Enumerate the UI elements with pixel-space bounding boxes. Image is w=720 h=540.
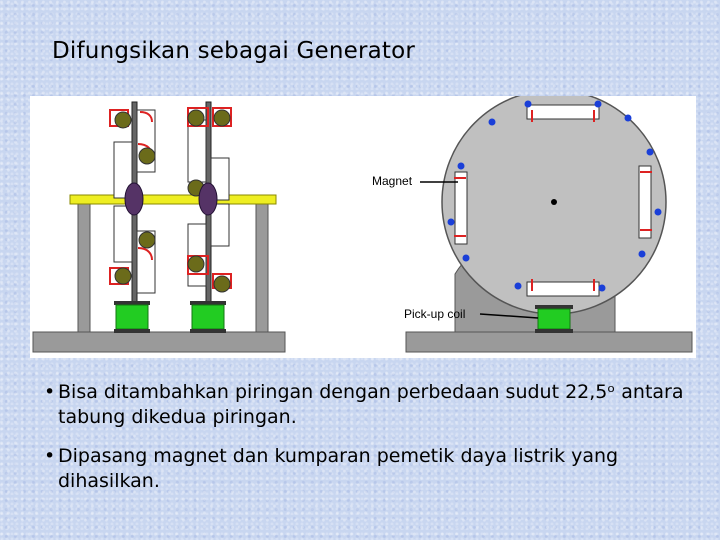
- bullet-item: • Dipasang magnet dan kumparan pemetik d…: [44, 444, 704, 494]
- bolt: [462, 254, 470, 262]
- bullet-item: • Bisa ditambahkan piringan dengan perbe…: [44, 380, 704, 430]
- side-coil-2: [191, 304, 225, 330]
- bolt: [654, 208, 662, 216]
- side-knob-2e: [213, 275, 231, 293]
- bullet-dot: •: [44, 445, 56, 467]
- bolt: [624, 114, 632, 122]
- bolt: [447, 218, 455, 226]
- bolt: [594, 100, 602, 108]
- front-tube-top: [526, 104, 600, 120]
- bolt: [488, 118, 496, 126]
- front-tube-bottom: [526, 281, 600, 297]
- side-tube-1a: [113, 141, 133, 199]
- side-base-plate: [32, 331, 286, 353]
- side-knob-1d: [114, 267, 132, 285]
- side-hub-1: [124, 182, 144, 216]
- pickup-callout-line: [479, 313, 539, 319]
- front-coil-bottom: [535, 329, 573, 333]
- bolt: [457, 162, 465, 170]
- bolt: [598, 284, 606, 292]
- side-knob-2d: [187, 255, 205, 273]
- bolt: [514, 282, 522, 290]
- bullet-dot: •: [44, 381, 56, 403]
- bolt: [638, 250, 646, 258]
- front-view: Magnet Pick-up coil: [372, 96, 693, 353]
- side-coil-1-bottom: [114, 329, 150, 333]
- side-magnet-2d: [212, 273, 232, 289]
- side-axle: [69, 194, 277, 205]
- side-tube-2a: [187, 119, 207, 183]
- side-knob-2a: [187, 109, 205, 127]
- bolt: [646, 148, 654, 156]
- side-magnet-2c: [187, 255, 209, 275]
- slide-title: Difungsikan sebagai Generator: [52, 38, 416, 64]
- side-tube-2d: [210, 203, 230, 247]
- side-knob-1c: [138, 231, 156, 249]
- front-coil: [537, 308, 571, 330]
- front-base-plate: [405, 331, 693, 353]
- generator-diagram: Magnet Pick-up coil: [30, 96, 696, 358]
- side-knob-1a: [114, 111, 132, 129]
- side-coil-2-bottom: [190, 329, 226, 333]
- bullet-text: Bisa ditambahkan piringan dengan perbeda…: [58, 381, 684, 428]
- bullet-list: • Bisa ditambahkan piringan dengan perbe…: [44, 380, 704, 508]
- side-coil-1-top: [114, 301, 150, 305]
- front-bolts: [447, 100, 662, 292]
- label-magnet: Magnet: [372, 174, 413, 188]
- side-coil-1: [115, 304, 149, 330]
- side-knob-1b: [138, 147, 156, 165]
- side-tube-1b: [113, 205, 133, 263]
- side-coil-2-top: [190, 301, 226, 305]
- bolt: [524, 100, 532, 108]
- side-view: [32, 101, 286, 353]
- side-magnet-2b: [212, 107, 232, 127]
- front-axle-center: [551, 199, 557, 205]
- side-support-left: [77, 199, 91, 333]
- side-magnet-1e: [139, 111, 153, 123]
- front-coil-top: [535, 305, 573, 309]
- generator-diagram-svg: Magnet Pick-up coil: [32, 96, 693, 353]
- side-magnet-1d: [137, 247, 153, 261]
- side-support-right: [255, 199, 269, 333]
- front-tube-right: [638, 165, 652, 239]
- side-knob-2b: [213, 109, 231, 127]
- front-tube-left: [454, 171, 468, 245]
- side-hub-2: [198, 182, 218, 216]
- label-pickup-coil: Pick-up coil: [404, 307, 465, 321]
- bullet-text: Dipasang magnet dan kumparan pemetik day…: [58, 445, 619, 492]
